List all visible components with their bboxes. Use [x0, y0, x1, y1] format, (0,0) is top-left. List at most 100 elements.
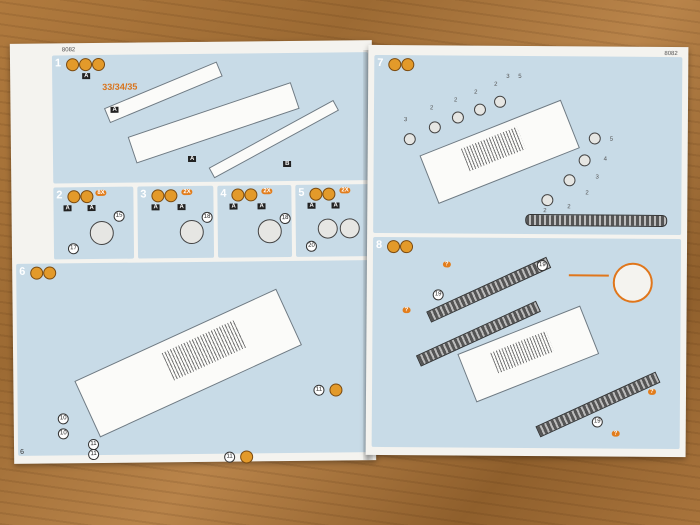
hull-body — [74, 288, 302, 438]
glue-icon — [30, 266, 44, 280]
part-callout: 18 — [279, 212, 291, 225]
wheel-row-side-view — [525, 213, 668, 227]
step-number: 4 — [220, 187, 227, 200]
engine-deck-grille — [161, 319, 247, 381]
part-tag: A — [177, 204, 186, 211]
road-wheel — [541, 194, 554, 207]
glue-icon — [231, 188, 245, 202]
part-callout: 19 — [591, 416, 603, 428]
glue-icon — [388, 58, 402, 72]
drive-sprocket — [317, 218, 338, 239]
help-tag: ? — [442, 261, 451, 268]
part-tag: A — [187, 155, 197, 163]
part-callout: 10 — [57, 413, 69, 425]
idler-wheel — [257, 219, 282, 244]
road-wheel — [473, 103, 487, 116]
part-callout: 11 — [313, 384, 325, 396]
part-callout: 11 — [224, 451, 236, 463]
glue-icon — [67, 190, 81, 204]
count-label: 3 — [595, 174, 599, 181]
glue-icon — [386, 240, 401, 254]
part-tag: A — [307, 202, 316, 209]
part-callout: 11 — [88, 448, 100, 461]
step-8-panel: 8 ? ? ? ? 19 19 19 — [371, 236, 682, 450]
help-tag: ? — [647, 388, 656, 395]
paint-icon — [164, 189, 178, 203]
part-tag: A — [87, 205, 96, 212]
page-code-left: 8082 — [61, 47, 76, 54]
road-wheel — [588, 132, 601, 145]
page-number: 6 — [20, 448, 25, 456]
count-label: 2 — [474, 89, 478, 96]
paint-icon — [43, 266, 57, 280]
step-number: 5 — [298, 186, 305, 199]
step-2-panel: 2 8X A A 15 17 — [53, 186, 135, 260]
part-callout: 17 — [67, 243, 80, 255]
engine-deck-grille — [460, 126, 526, 172]
step-number: 2 — [56, 189, 63, 202]
track-link-lower — [535, 371, 661, 438]
step-1-panel: 1 A 33/34/35 A A B — [51, 52, 370, 184]
step-6-panel: 6 11 11 10 10 11 11 6 — [16, 260, 373, 464]
glue-icon — [329, 383, 343, 397]
step-number: 1 — [54, 57, 62, 70]
part-callout: 10 — [57, 428, 69, 440]
colour-codes: 33/34/35 — [102, 81, 138, 92]
road-wheel — [403, 133, 416, 146]
road-wheel — [578, 154, 591, 167]
count-label: 2 — [494, 81, 498, 88]
step-4-panel: 4 2X A A 18 — [217, 184, 293, 258]
part-tag: A — [63, 205, 72, 212]
road-wheel — [428, 121, 441, 134]
step-number: 7 — [377, 56, 384, 69]
drive-sprocket — [339, 218, 360, 239]
paint-icon — [91, 57, 106, 72]
road-wheel — [563, 174, 576, 187]
part-callout: 19 — [536, 260, 548, 272]
paint-icon — [244, 188, 258, 202]
part-tag: A — [229, 203, 238, 210]
part-callout: 15 — [113, 210, 125, 222]
left-page: 8082 1 A 33/34/35 A A B 2 8X A A 15 17 — [9, 40, 377, 464]
count-label: 2 — [585, 190, 589, 197]
engine-deck-grille — [490, 330, 555, 374]
glue-icon — [151, 189, 165, 203]
step-number: 8 — [375, 238, 383, 251]
multiplier: 8X — [95, 189, 107, 197]
part-tag: A — [151, 204, 160, 211]
help-tag: ? — [611, 430, 620, 437]
part-callout: 20 — [305, 240, 318, 252]
part-tag: B — [283, 160, 292, 168]
part-tag: A — [110, 106, 119, 113]
road-wheel — [493, 95, 507, 108]
multiplier: 2X — [339, 187, 351, 194]
count-label: 2 — [429, 105, 434, 112]
paint-icon — [80, 190, 94, 204]
multiplier: 2X — [181, 188, 193, 196]
count-label: 2 — [567, 204, 571, 211]
track-detail-zoom — [612, 262, 653, 303]
count-label: 3 — [403, 117, 408, 124]
hull-body — [457, 305, 600, 403]
part-callout: 19 — [432, 289, 444, 301]
part-tag: A — [331, 202, 340, 209]
count-label: 4 — [603, 156, 608, 163]
paint-icon — [322, 187, 336, 201]
sprocket-wheel — [179, 219, 204, 245]
count-label: 5 — [518, 73, 522, 80]
step-5-panel: 5 2X A A 20 — [295, 184, 371, 257]
count-label: 2 — [454, 97, 458, 104]
step-3-panel: 3 2X A A 18 — [137, 185, 215, 259]
road-wheel — [451, 111, 464, 124]
count-label: 3 — [506, 73, 510, 80]
count-label: 5 — [609, 136, 614, 143]
direction-arrow — [568, 274, 609, 277]
paint-icon — [78, 58, 93, 72]
glue-icon — [309, 187, 323, 201]
part-tag: A — [82, 73, 91, 80]
glue-icon — [65, 58, 80, 72]
part-tag: A — [257, 203, 266, 210]
road-wheel — [89, 220, 114, 246]
part-callout: 18 — [201, 211, 213, 223]
paint-icon — [399, 240, 414, 254]
